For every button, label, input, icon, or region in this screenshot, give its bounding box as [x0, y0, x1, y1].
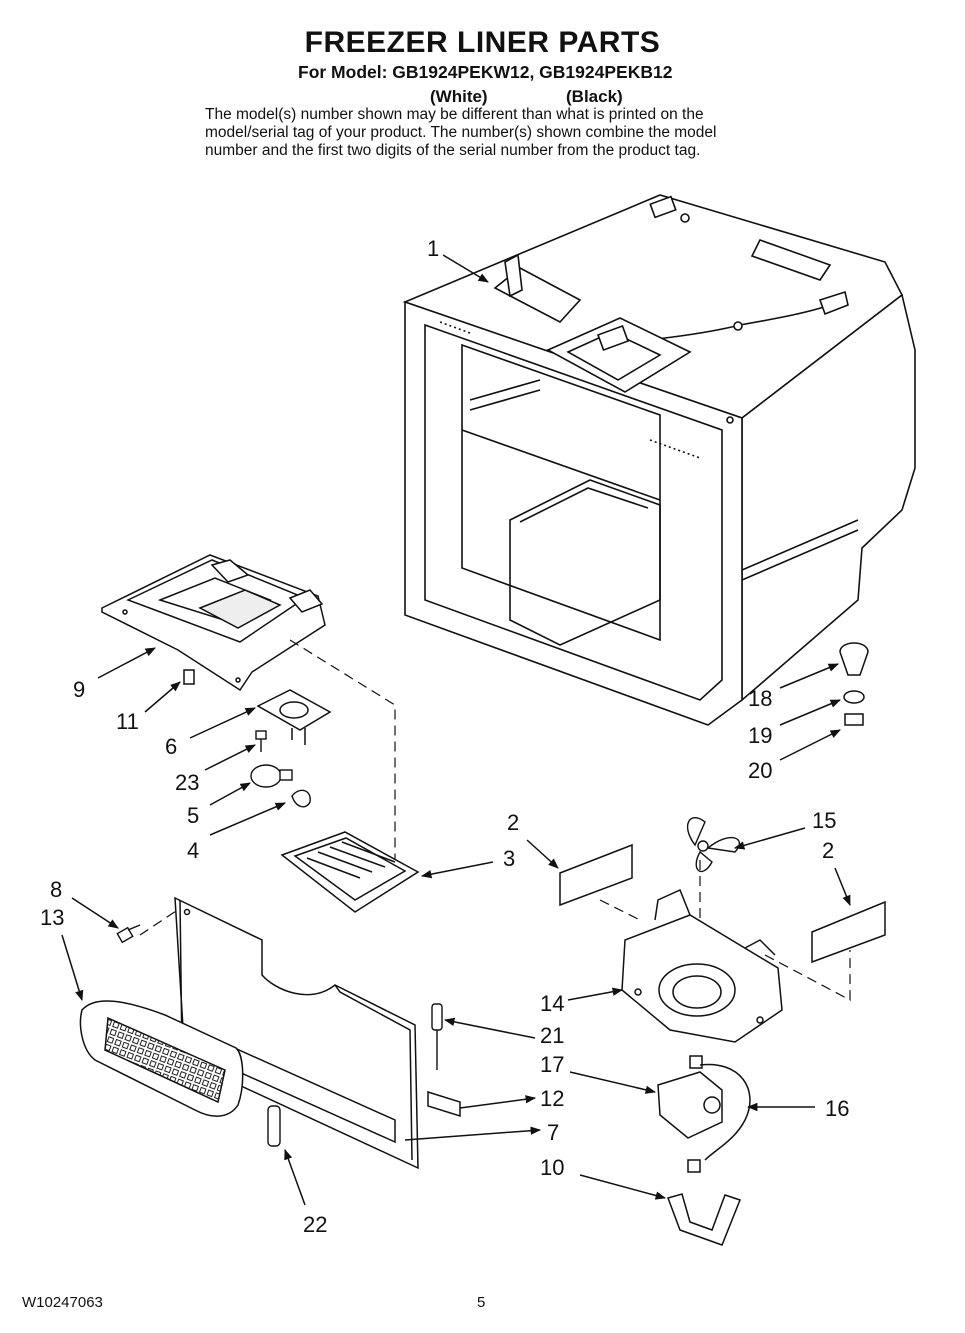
- drain-trap-part-18: [839, 642, 869, 676]
- fan-motor: [657, 1055, 751, 1173]
- foam-strip: [427, 1090, 461, 1118]
- callout-8: 8: [50, 877, 62, 902]
- color-black-label: (Black): [566, 87, 623, 106]
- assembly-lines-right: [599, 860, 851, 1001]
- callout-12: 12: [540, 1086, 564, 1111]
- callout-7: 7: [547, 1120, 559, 1145]
- clip-part-11: [183, 669, 195, 685]
- light-shield: [280, 831, 420, 913]
- foam-block-left: [559, 843, 633, 907]
- callout-2b: 2: [822, 838, 834, 863]
- callout-19: 19: [748, 723, 772, 748]
- callout-4: 4: [187, 838, 199, 863]
- light-housing: [101, 554, 326, 692]
- note-line-2: model/serial tag of your product. The nu…: [205, 124, 717, 141]
- note-line-1: The model(s) number shown may be differe…: [205, 106, 704, 123]
- page-number: 5: [477, 1294, 486, 1311]
- document-number: W10247063: [22, 1294, 103, 1311]
- thermistor: [431, 1003, 443, 1070]
- callout-23: 23: [175, 770, 199, 795]
- callout-18: 18: [748, 686, 772, 711]
- callout-20: 20: [748, 758, 772, 783]
- motor-bracket: [667, 1193, 741, 1246]
- callout-3: 3: [503, 846, 515, 871]
- callout-14: 14: [540, 991, 564, 1016]
- callout-16: 16: [825, 1096, 849, 1121]
- callout-2a: 2: [507, 810, 519, 835]
- light-socket: [256, 689, 332, 745]
- light-bulb: [250, 764, 293, 788]
- fan-blade: [686, 817, 741, 873]
- callout-15: 15: [812, 808, 836, 833]
- callout-5: 5: [187, 803, 199, 828]
- fan-housing: [621, 888, 783, 1043]
- grille-part-13: [79, 1000, 244, 1117]
- bulb-clip: [291, 789, 311, 808]
- model-note: The model(s) number shown may be differe…: [205, 106, 805, 160]
- model-line: For Model: GB1924PEKW12, GB1924PEKB12: [298, 62, 673, 82]
- callout-22: 22: [303, 1212, 327, 1237]
- callout-13: 13: [40, 905, 64, 930]
- screw-part-23: [255, 730, 267, 752]
- callout-17: 17: [540, 1052, 564, 1077]
- callout-21: 21: [540, 1023, 564, 1048]
- screw-part-8: [116, 924, 141, 944]
- color-white-label: (White): [430, 87, 488, 106]
- note-line-3: number and the first two digits of the s…: [205, 142, 701, 159]
- callout-11: 11: [116, 709, 139, 734]
- callout-1: 1: [427, 236, 439, 261]
- callout-9: 9: [73, 677, 85, 702]
- foam-block-right: [811, 900, 886, 964]
- assembly-lines-left: [139, 639, 396, 936]
- callout-10: 10: [540, 1155, 564, 1180]
- drain-fittings: [839, 642, 869, 726]
- page-title: FREEZER LINER PARTS: [304, 26, 661, 59]
- grommet-part-20: [844, 713, 864, 726]
- evaporator-cover-panel: [174, 896, 419, 1170]
- leader-lines: [61, 254, 851, 1206]
- defrost-fuse: [267, 1105, 281, 1147]
- freezer-liner: [402, 194, 916, 726]
- o-ring-part-19: [843, 690, 865, 704]
- callout-6: 6: [165, 734, 177, 759]
